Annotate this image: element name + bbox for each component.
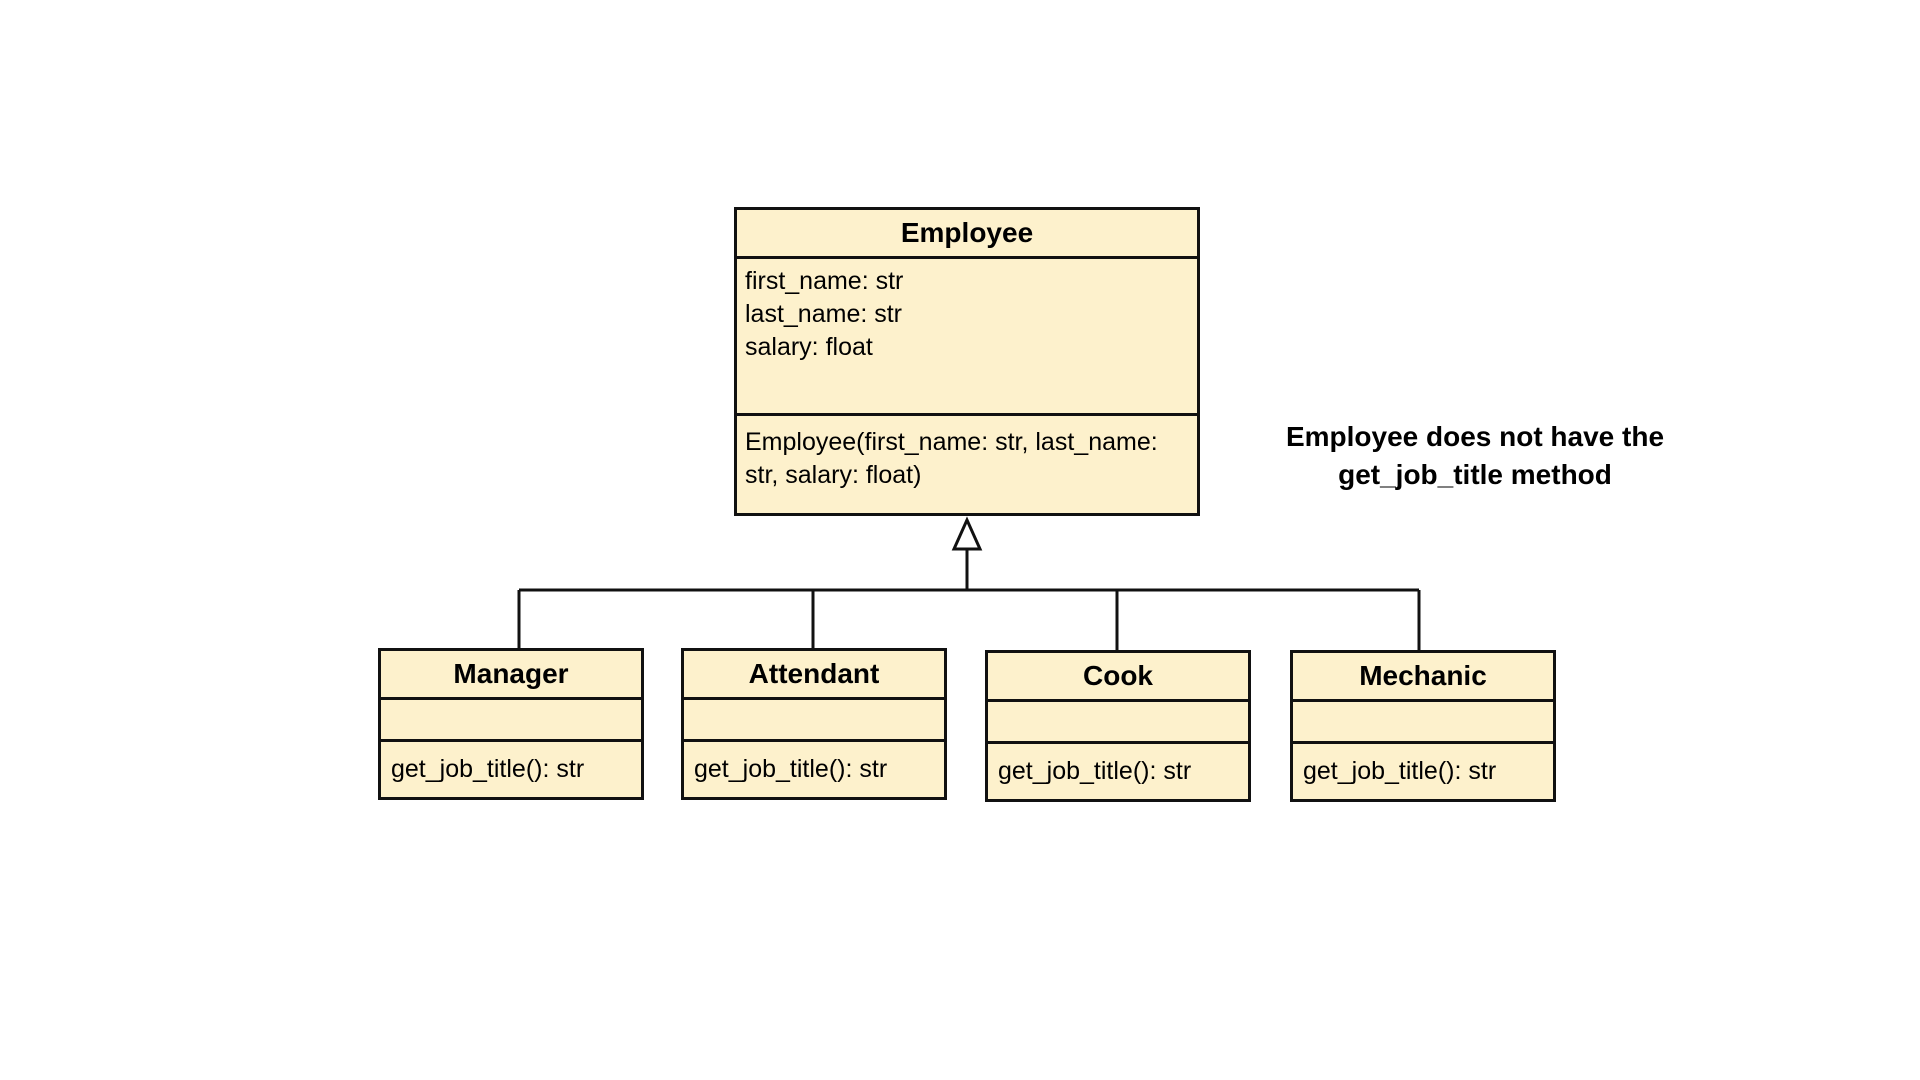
class-name: Employee xyxy=(737,210,1197,259)
class-methods: get_job_title(): str xyxy=(381,742,641,796)
class-mechanic: Mechanic get_job_title(): str xyxy=(1290,650,1556,802)
class-cook: Cook get_job_title(): str xyxy=(985,650,1251,802)
class-manager: Manager get_job_title(): str xyxy=(378,648,644,800)
generalization-arrowhead xyxy=(951,516,983,551)
class-methods: get_job_title(): str xyxy=(684,742,944,796)
attribute: first_name: str xyxy=(745,267,904,295)
note-line: get_job_title method xyxy=(1338,459,1612,490)
note-line: Employee does not have the xyxy=(1285,421,1665,452)
diagram-note: Employee does not have the get_job_title… xyxy=(1240,418,1710,494)
class-attributes-empty xyxy=(1293,702,1553,744)
class-attributes-empty xyxy=(684,700,944,742)
class-attributes: first_name: str last_name: str salary: f… xyxy=(737,259,1197,416)
class-employee: Employee first_name: str last_name: str … xyxy=(734,207,1200,516)
attribute: salary: float xyxy=(745,333,873,361)
class-name: Manager xyxy=(381,651,641,700)
class-methods: Employee(first_name: str, last_name: str… xyxy=(737,416,1197,502)
class-methods: get_job_title(): str xyxy=(988,744,1248,798)
class-attributes-empty xyxy=(381,700,641,742)
class-attributes-empty xyxy=(988,702,1248,744)
class-name: Attendant xyxy=(684,651,944,700)
method: get_job_title(): str xyxy=(998,757,1192,785)
class-methods: get_job_title(): str xyxy=(1293,744,1553,798)
class-name: Mechanic xyxy=(1293,653,1553,702)
attribute: last_name: str xyxy=(745,300,903,328)
constructor-signature-line: str, salary: float) xyxy=(745,461,922,489)
method: get_job_title(): str xyxy=(391,755,585,783)
constructor-signature-line: Employee(first_name: str, last_name: xyxy=(745,428,1158,456)
method: get_job_title(): str xyxy=(1303,757,1497,785)
method: get_job_title(): str xyxy=(694,755,888,783)
class-name: Cook xyxy=(988,653,1248,702)
class-attendant: Attendant get_job_title(): str xyxy=(681,648,947,800)
